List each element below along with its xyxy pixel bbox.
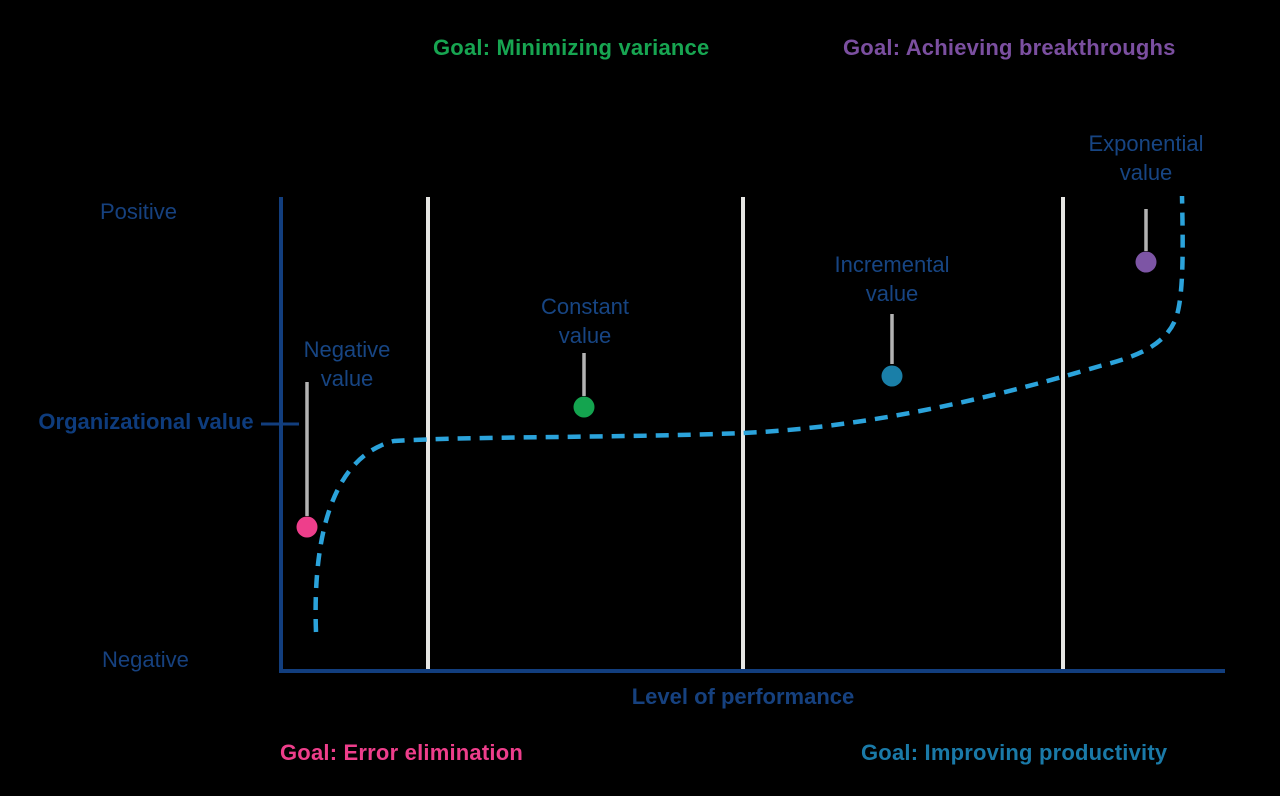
y-axis-positive-label: Positive [100,199,178,224]
y-axis-title: Organizational value [38,409,254,434]
value-curve-dashed [313,195,1185,633]
data-point-dot-1 [296,516,318,538]
y-axis-negative-label: Negative [102,647,189,672]
goal-label-minimizing-variance: Goal: Minimizing variance [433,35,710,60]
goal-label-improving-productivity: Goal: Improving productivity [861,740,1168,765]
point-label-constant-value: Constant value [540,294,630,348]
point-label-incremental-value: Incremental value [834,252,950,306]
data-point-dot-3 [881,365,903,387]
data-point-dot-2 [573,396,595,418]
point-label-negative-value: Negative value [303,337,391,391]
data-point-dot-4 [1135,251,1157,273]
point-label-exponential-value: Exponential value [1088,131,1204,185]
x-axis-title: Level of performance [631,684,855,709]
goal-label-achieving-breakthroughs: Goal: Achieving breakthroughs [843,35,1176,60]
goal-label-error-elimination: Goal: Error elimination [280,740,523,765]
